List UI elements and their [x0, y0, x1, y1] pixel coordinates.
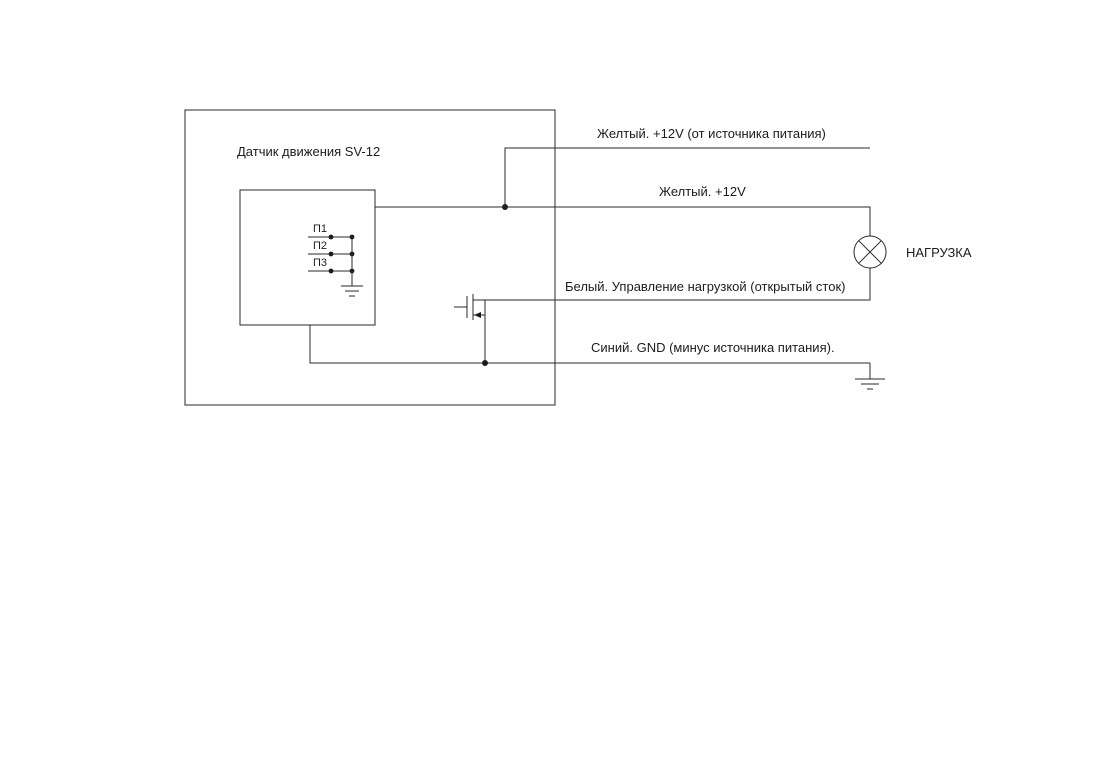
internal-ground-icon	[341, 285, 363, 297]
junction-dot	[482, 360, 488, 366]
jumper-pin-dot	[328, 251, 334, 257]
jumper-pin-dot	[328, 234, 334, 240]
wire-blue-gnd-line	[309, 325, 870, 364]
jumper-pin-dot	[328, 268, 334, 274]
wire-yellow-load: Желтый. +12V	[375, 184, 871, 236]
wire-blue-gnd: Синий. GND (минус источника питания).	[309, 325, 870, 366]
wire-blue-gnd-label: Синий. GND (минус источника питания).	[591, 340, 835, 355]
wire-yellow-load-line	[375, 206, 871, 236]
wire-yellow-supply-label: Желтый. +12V (от источника питания)	[597, 126, 826, 141]
jumper-label-1: П1	[313, 223, 327, 235]
wire-white-control: Белый. Управление нагрузкой (открытый ст…	[485, 268, 871, 301]
wire-white-control-label: Белый. Управление нагрузкой (открытый ст…	[565, 279, 845, 294]
wire-yellow-supply-line	[504, 147, 870, 207]
jumper-block: П1 П2 П3	[308, 223, 363, 297]
sensor-module-outline	[239, 189, 376, 326]
jumper-label-2: П2	[313, 240, 327, 252]
load-lamp-icon	[853, 235, 887, 269]
ground-icon	[855, 363, 885, 390]
sensor-title: Датчик движения SV-12	[237, 144, 380, 159]
wire-yellow-supply: Желтый. +12V (от источника питания)	[502, 126, 870, 210]
lamp-cross	[858, 240, 882, 264]
mosfet-arrow	[474, 312, 481, 318]
wire-white-control-line	[485, 268, 871, 301]
load-label: НАГРУЗКА	[906, 245, 972, 260]
mosfet-icon	[454, 294, 486, 363]
sensor-outline	[184, 109, 556, 406]
wire-yellow-load-label: Желтый. +12V	[659, 184, 746, 199]
jumper-label-3: П3	[313, 257, 327, 269]
